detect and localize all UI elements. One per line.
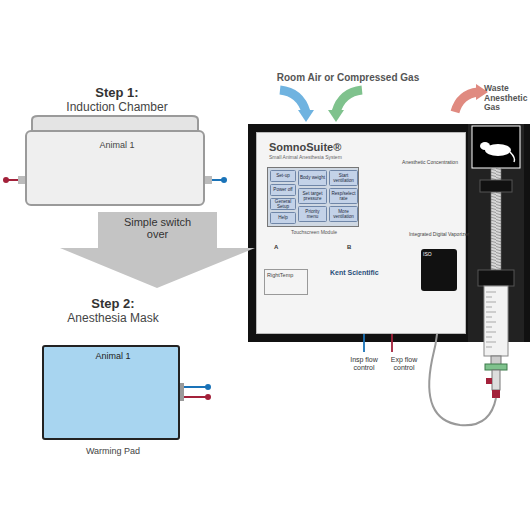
node-text: SomnoSuite® xyxy=(269,141,369,153)
menu-button: Set-up xyxy=(270,170,296,182)
button-label: Power off xyxy=(271,187,295,192)
label: Room Air or Compressed Gas xyxy=(258,72,438,83)
button-label: Priority menu xyxy=(299,209,326,219)
node-text: Step 2: xyxy=(24,297,202,312)
node-text: Induction Chamber xyxy=(27,101,207,114)
button-label: Body weight xyxy=(299,175,326,180)
righttemp-module: RightTemp xyxy=(264,269,308,295)
node-text: RightTemp xyxy=(267,272,307,278)
menu-button: General Setup xyxy=(270,198,296,210)
menu-button: Priority menu xyxy=(298,206,327,222)
node-text: Warming Pad xyxy=(44,446,182,456)
touchscreen: Touchscreen ModuleSet-upBody weightStart… xyxy=(267,167,359,227)
menu-button: Power off xyxy=(270,184,296,196)
menu-button: Body weight xyxy=(298,170,327,186)
vaporizer: Integrated Digital VaporizerISO xyxy=(421,249,457,291)
induction-chamber: Step 1:Induction ChamberAnimal 1 xyxy=(25,130,205,206)
label: Kent Scientific xyxy=(330,269,390,277)
switch-arrow: Simple switch over xyxy=(60,212,255,288)
node-text: Touchscreen Module xyxy=(268,230,360,236)
node-text: ISO xyxy=(423,252,443,258)
node-text: Animal 1 xyxy=(44,351,182,361)
button-label: Set-up xyxy=(271,173,295,178)
menu-button: Resp/select rate xyxy=(329,188,358,204)
node-text: Anesthesia Mask xyxy=(24,312,202,325)
menu-button: Start ventilation xyxy=(329,170,358,186)
menu-button: Help xyxy=(270,212,296,224)
button-label: More ventilation xyxy=(330,209,357,219)
label: A xyxy=(274,244,282,251)
label: Insp flow control xyxy=(344,356,384,372)
button-label: Start ventilation xyxy=(330,173,357,183)
label: Exp flow control xyxy=(384,356,424,372)
node-text: Simple switch over xyxy=(115,216,200,241)
label: Anesthetic Concentration xyxy=(400,160,460,166)
node-text: Step 1: xyxy=(27,86,207,101)
menu-button: Set target pressure xyxy=(298,188,327,204)
warming-pad: Step 2:Anesthesia MaskAnimal 1Warming Pa… xyxy=(42,345,180,440)
label: Waste Anesthetic Gas xyxy=(484,84,527,113)
node-text: Integrated Digital Vaporizer xyxy=(389,232,489,238)
button-label: General Setup xyxy=(271,199,295,209)
menu-button: More ventilation xyxy=(329,206,358,222)
label: B xyxy=(347,244,355,251)
button-label: Help xyxy=(271,215,295,220)
button-label: Resp/select rate xyxy=(330,191,357,201)
node-text: Small Animal Anesthesia System xyxy=(269,155,399,161)
node-text: Animal 1 xyxy=(27,140,207,150)
button-label: Set target pressure xyxy=(299,191,326,201)
